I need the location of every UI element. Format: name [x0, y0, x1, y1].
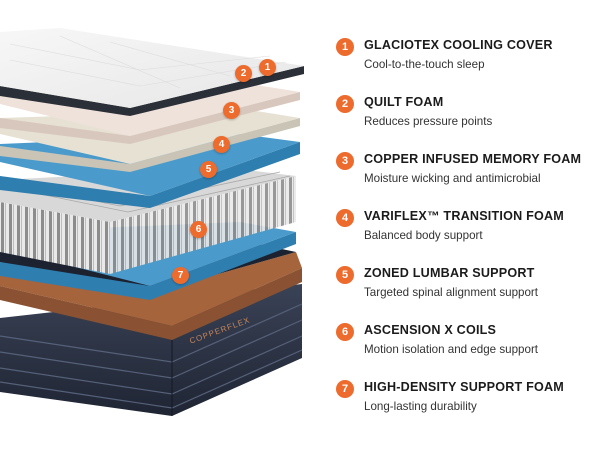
legend-item-5: 5 ZONED LUMBAR SUPPORT Targeted spinal a… — [336, 264, 596, 321]
legend-item-3: 3 COPPER INFUSED MEMORY FOAM Moisture wi… — [336, 150, 596, 207]
legend-item-6: 6 ASCENSION X COILS Motion isolation and… — [336, 321, 596, 378]
number-badge: 1 — [336, 38, 354, 56]
legend-item-2: 2 QUILT FOAM Reduces pressure points — [336, 93, 596, 150]
layer-description: Motion isolation and edge support — [364, 343, 539, 356]
layer-title: COPPER INFUSED MEMORY FOAM — [364, 152, 582, 166]
number-badge: 4 — [336, 209, 354, 227]
layer-title: VARIFLEX™ TRANSITION FOAM — [364, 209, 564, 223]
legend-item-4: 4 VARIFLEX™ TRANSITION FOAM Balanced bod… — [336, 207, 596, 264]
diagram-badge-3: 3 — [223, 102, 240, 119]
diagram-badge-5: 5 — [200, 161, 217, 178]
legend-item-1: 1 GLACIOTEX COOLING COVER Cool-to-the-to… — [336, 36, 596, 93]
layer-title: QUILT FOAM — [364, 95, 444, 109]
layer-description: Long-lasting durability — [364, 400, 477, 413]
mattress-diagram — [0, 28, 304, 416]
diagram-badge-2: 2 — [235, 65, 252, 82]
diagram-badge-4: 4 — [213, 136, 230, 153]
number-badge: 3 — [336, 152, 354, 170]
layer-legend: 1 GLACIOTEX COOLING COVER Cool-to-the-to… — [336, 36, 596, 435]
number-badge: 5 — [336, 266, 354, 284]
diagram-badge-7: 7 — [172, 267, 189, 284]
layer-title: ASCENSION X COILS — [364, 323, 497, 337]
layer-title: ZONED LUMBAR SUPPORT — [364, 266, 535, 280]
layer-title: GLACIOTEX COOLING COVER — [364, 38, 553, 52]
layer-title: HIGH-DENSITY SUPPORT FOAM — [364, 380, 564, 394]
legend-item-7: 7 HIGH-DENSITY SUPPORT FOAM Long-lasting… — [336, 378, 596, 435]
number-badge: 6 — [336, 323, 354, 341]
layer-description: Cool-to-the-touch sleep — [364, 58, 485, 71]
diagram-badge-1: 1 — [259, 59, 276, 76]
layer-description: Moisture wicking and antimicrobial — [364, 172, 541, 185]
layer-description: Reduces pressure points — [364, 115, 493, 128]
mattress-layers-illustration: COPPERFLEX 1 2 3 4 5 6 7 — [0, 28, 304, 416]
number-badge: 2 — [336, 95, 354, 113]
number-badge: 7 — [336, 380, 354, 398]
diagram-badge-6: 6 — [190, 221, 207, 238]
layer-description: Targeted spinal alignment support — [364, 286, 539, 299]
layer-description: Balanced body support — [364, 229, 483, 242]
